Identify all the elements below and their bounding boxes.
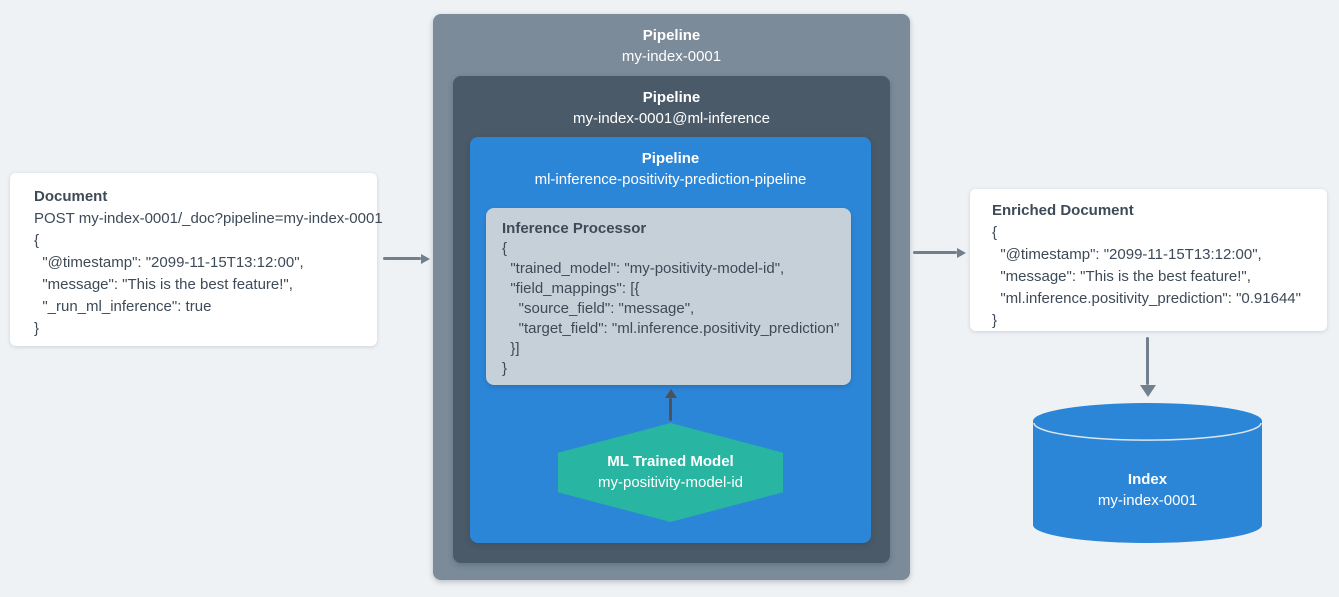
inference-processor-title: Inference Processor: [502, 220, 647, 237]
document-code-line: }: [34, 320, 40, 337]
arrow-pipeline-to-enriched: [913, 251, 957, 254]
document-code-line: "_run_ml_inference": true: [34, 298, 212, 315]
enriched-document-code-line: "message": "This is the best feature!",: [992, 268, 1251, 285]
pipeline-middle-title: Pipeline: [642, 89, 701, 106]
document-code-line: "message": "This is the best feature!",: [34, 276, 293, 293]
cylinder-shape-icon: [1033, 403, 1262, 543]
pipeline-middle-header: Pipeline my-index-0001@ml-inference: [453, 76, 890, 129]
inference-processor-code-line: {: [502, 240, 508, 257]
enriched-document-code-line: {: [992, 224, 998, 241]
index-label-group: Index my-index-0001: [1033, 469, 1262, 511]
arrow-model-to-processor: [669, 398, 672, 421]
pipeline-outer-header: Pipeline my-index-0001: [433, 14, 910, 67]
pipeline-outer-box: Pipeline my-index-0001 Pipeline my-index…: [433, 14, 910, 580]
arrow-right-icon: [957, 248, 966, 258]
document-card: Document POST my-index-0001/_doc?pipelin…: [10, 173, 383, 346]
arrow-right-icon: [421, 254, 430, 264]
enriched-document-code-line: "@timestamp": "2099-11-15T13:12:00",: [992, 246, 1262, 263]
inference-processor-code-line: "trained_model": "my-positivity-model-id…: [502, 260, 785, 277]
document-code-line: {: [34, 232, 40, 249]
ml-trained-model-title: ML Trained Model: [607, 453, 734, 470]
arrow-document-to-pipeline: [383, 257, 421, 260]
index-cylinder: Index my-index-0001: [1033, 403, 1262, 543]
pipeline-outer-title: Pipeline: [642, 27, 701, 44]
pipeline-inner-header: Pipeline ml-inference-positivity-predict…: [470, 137, 871, 190]
pipeline-middle-box: Pipeline my-index-0001@ml-inference Pipe…: [453, 76, 890, 563]
index-title: Index: [1127, 471, 1168, 488]
enriched-document-code-line: }: [992, 312, 998, 329]
arrow-down-icon: [1140, 385, 1156, 397]
ml-trained-model-hexagon: ML Trained Model my-positivity-model-id: [558, 423, 783, 522]
arrow-enriched-to-index: [1146, 337, 1149, 385]
pipeline-inner-title: Pipeline: [641, 150, 700, 167]
inference-processor-code-line: "source_field": "message",: [502, 300, 695, 317]
inference-processor-code-line: }]: [502, 340, 520, 357]
enriched-document-card: Enriched Document { "@timestamp": "2099-…: [970, 189, 1327, 331]
enriched-document-title: Enriched Document: [992, 202, 1134, 219]
arrow-up-icon: [665, 389, 677, 398]
enriched-document-code-line: "ml.inference.positivity_prediction": "0…: [992, 290, 1301, 307]
pipeline-middle-name: my-index-0001@ml-inference: [573, 110, 770, 127]
pipeline-inner-box: Pipeline ml-inference-positivity-predict…: [470, 137, 871, 543]
pipeline-outer-name: my-index-0001: [621, 48, 722, 65]
index-name: my-index-0001: [1097, 492, 1198, 509]
ml-trained-model-name: my-positivity-model-id: [597, 474, 744, 491]
inference-processor-code-line: }: [502, 360, 508, 377]
pipeline-inner-name: ml-inference-positivity-prediction-pipel…: [534, 171, 807, 188]
document-code-line: POST my-index-0001/_doc?pipeline=my-inde…: [34, 210, 383, 227]
document-card-title: Document: [34, 188, 108, 205]
document-code-line: "@timestamp": "2099-11-15T13:12:00",: [34, 254, 304, 271]
inference-processor-code-line: "field_mappings": [{: [502, 280, 640, 297]
inference-processor-box: Inference Processor { "trained_model": "…: [486, 208, 851, 385]
inference-processor-code-line: "target_field": "ml.inference.positivity…: [502, 320, 840, 337]
